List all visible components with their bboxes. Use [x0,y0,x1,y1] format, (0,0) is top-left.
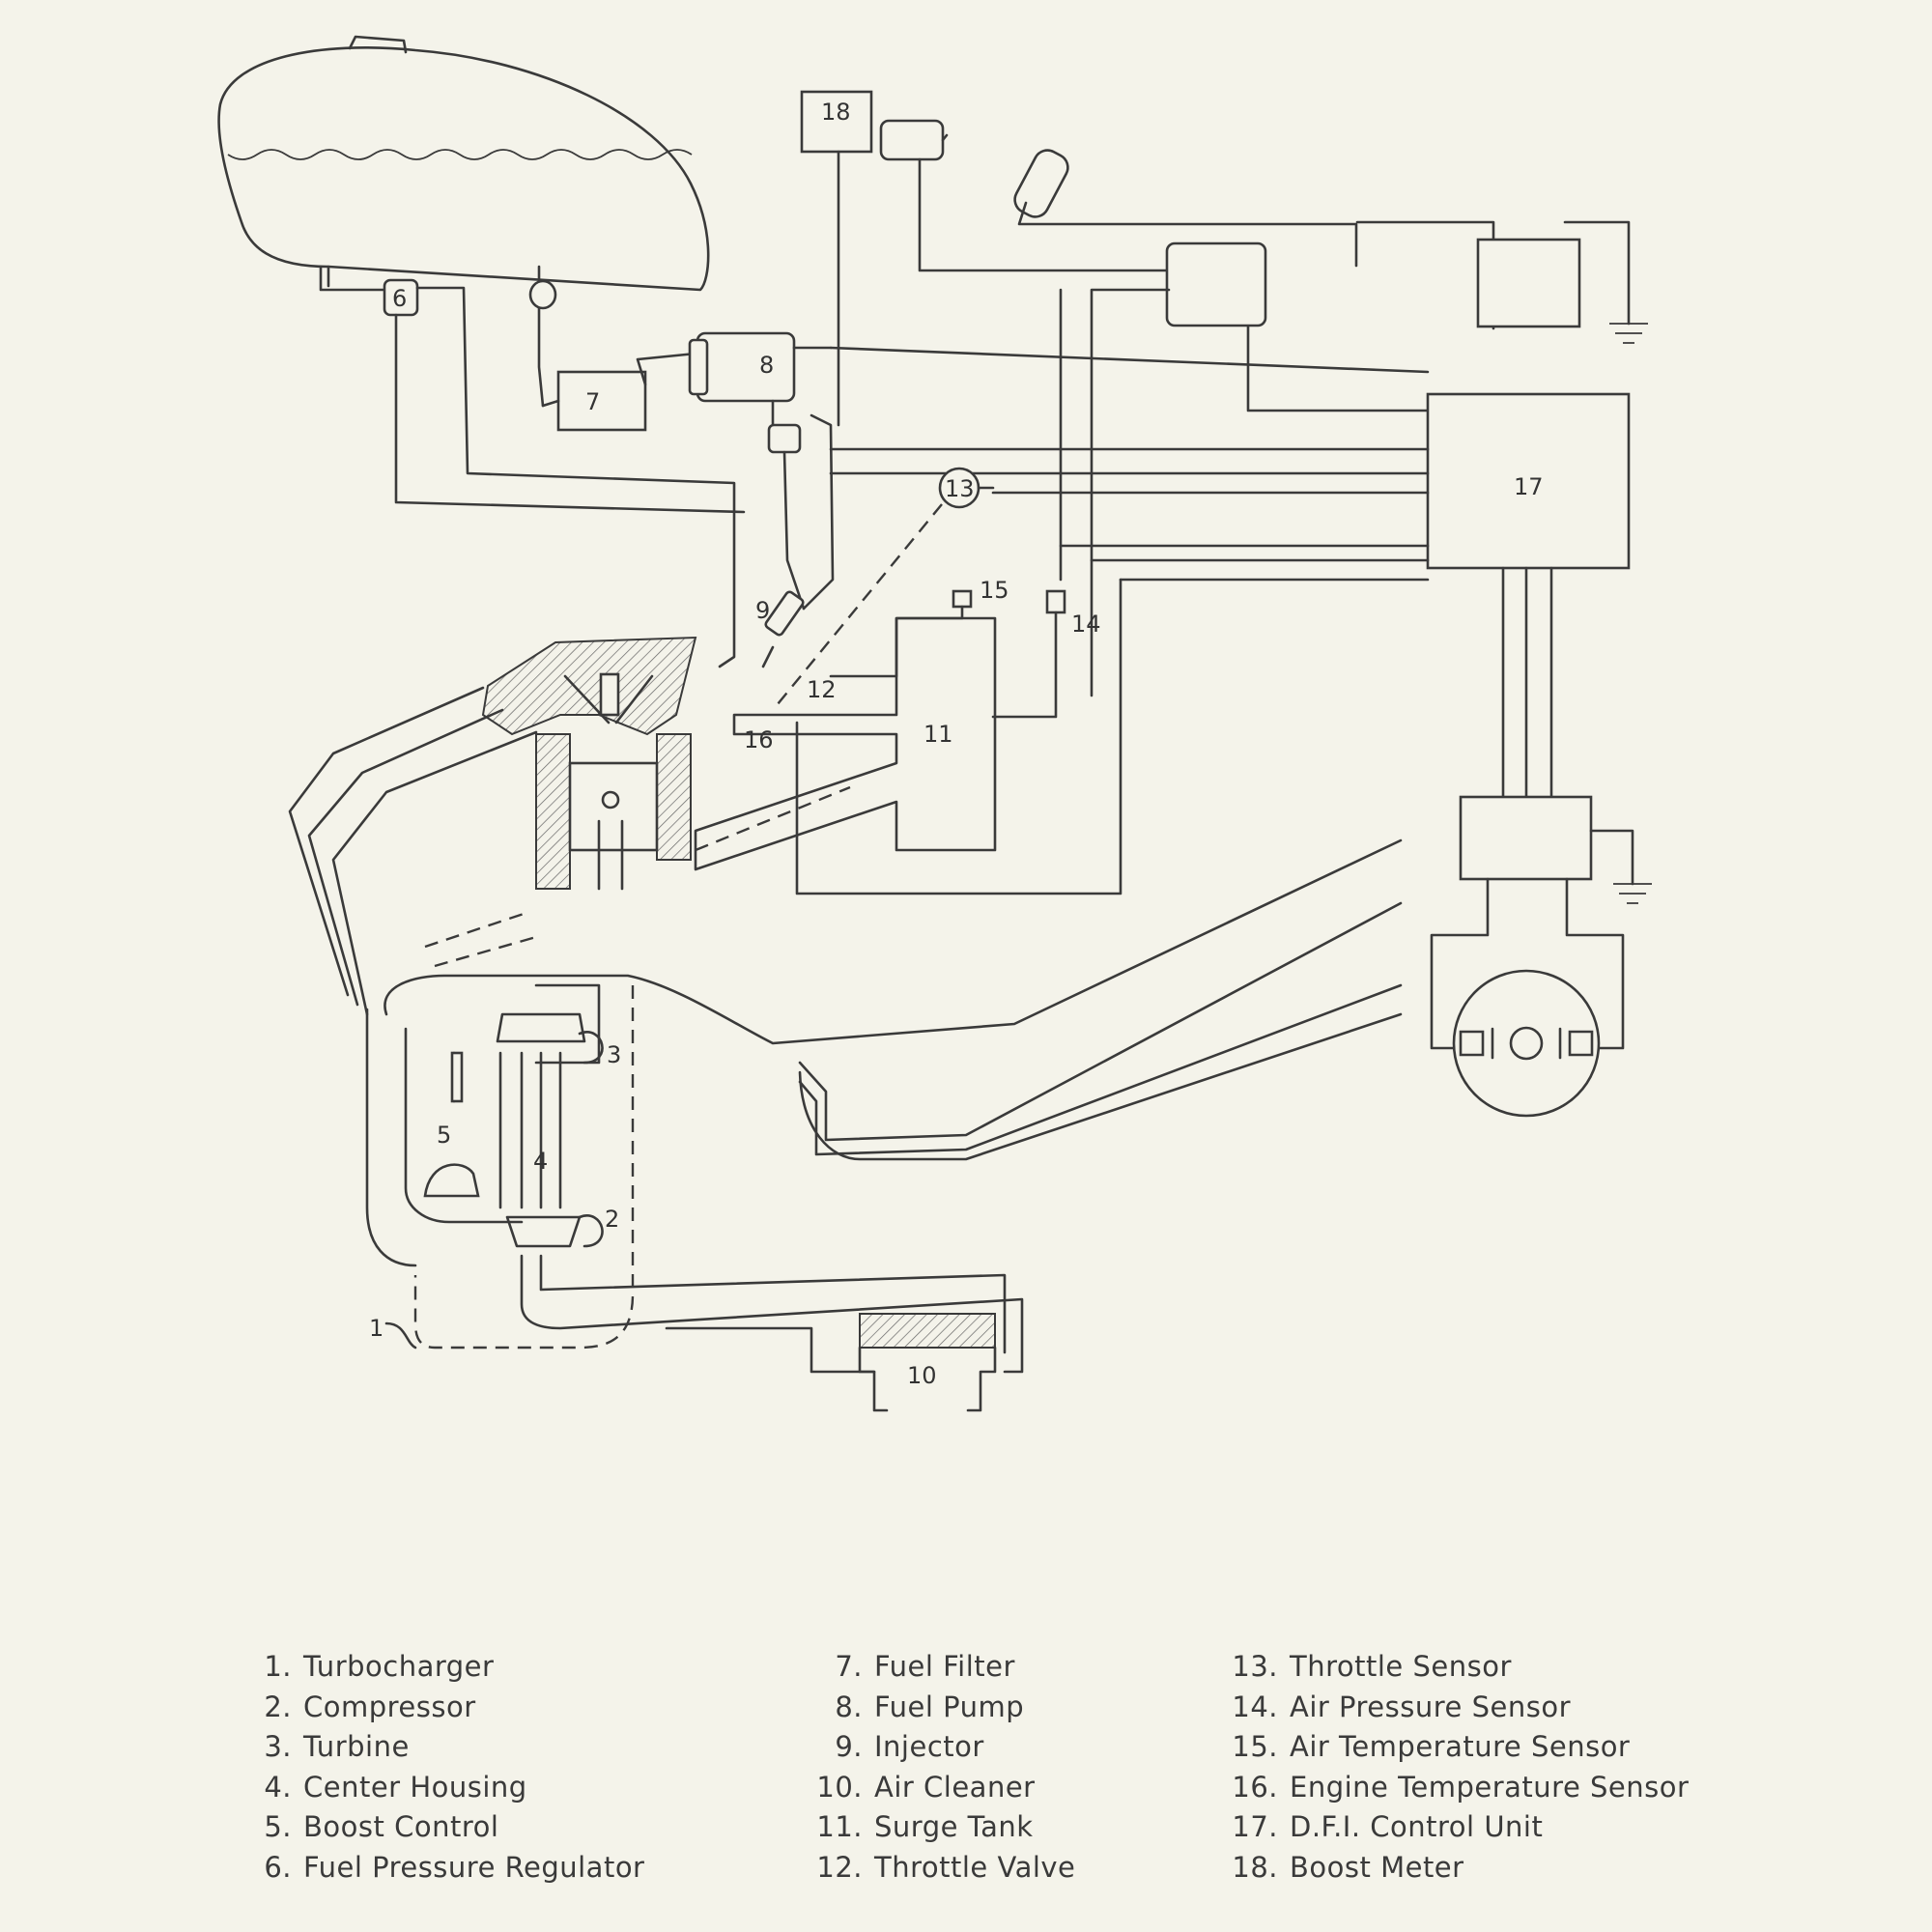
label-6: 6 [392,285,407,312]
label-1: 1 [369,1315,384,1342]
legend-item: 18.Boost Meter [1232,1850,1464,1884]
legend-item: 1.Turbocharger [264,1650,495,1683]
callout-line-1 [384,1321,417,1350]
legend-item: 9.Injector [835,1730,984,1763]
label-13: 13 [945,475,975,502]
ignition-unit [1430,795,1652,1118]
air-cleaner [665,1313,997,1412]
label-16: 16 [744,726,774,753]
legend-item: 2.Compressor [264,1690,476,1723]
throttle-sensor [772,467,995,711]
legend-item: 6.Fuel Pressure Regulator [264,1850,645,1884]
legend-item: 11.Surge Tank [816,1810,1034,1843]
label-3: 3 [607,1041,621,1068]
legend-item: 3.Turbine [264,1730,410,1763]
label-12: 12 [807,676,837,703]
label-11: 11 [923,721,953,748]
label-14: 14 [1071,611,1101,638]
wiring [795,90,1648,895]
legend-item: 16.Engine Temperature Sensor [1232,1770,1690,1804]
intake-duct [798,901,1403,1161]
label-17: 17 [1514,473,1544,500]
label-5: 5 [437,1122,451,1149]
legend-item: 10.Air Cleaner [816,1770,1036,1804]
legend-column-1: 1.Turbocharger 2.Compressor 3.Turbine 4.… [251,1647,644,1888]
legend: 1.Turbocharger 2.Compressor 3.Turbine 4.… [251,1647,1739,1898]
exhaust-pipes [288,686,538,1016]
legend-item: 5.Boost Control [264,1810,499,1843]
fuel-tank [217,35,710,292]
label-8: 8 [759,352,774,379]
system-diagram: 1 2 3 4 5 6 7 8 9 10 11 12 13 14 15 16 1… [217,35,1652,1412]
turbocharger [365,838,1403,1374]
legend-item: 14.Air Pressure Sensor [1232,1690,1571,1723]
label-10: 10 [907,1362,937,1389]
legend-item: 4.Center Housing [264,1770,527,1804]
legend-item: 7.Fuel Filter [835,1650,1015,1683]
surge-tank [694,616,997,871]
label-4: 4 [533,1148,548,1175]
label-2: 2 [605,1206,619,1233]
diagram-number-labels: 1 2 3 4 5 6 7 8 9 10 11 12 13 14 15 16 1… [369,99,1544,1389]
legend-column-3: 13.Throttle Sensor 14.Air Pressure Senso… [1222,1647,1689,1888]
label-7: 7 [585,388,600,415]
label-15: 15 [980,577,1009,604]
label-18: 18 [821,99,851,126]
legend-item: 17.D.F.I. Control Unit [1232,1810,1544,1843]
air-sensors [829,589,1066,719]
legend-item: 8.Fuel Pump [835,1690,1025,1723]
engine-cylinder [481,636,697,891]
legend-column-2: 7.Fuel Filter 8.Fuel Pump 9.Injector 10.… [807,1647,1075,1888]
legend-item: 12.Throttle Valve [816,1850,1076,1884]
fuel-lines [319,265,835,668]
legend-item: 13.Throttle Sensor [1232,1650,1512,1683]
label-9: 9 [755,597,770,624]
legend-item: 15.Air Temperature Sensor [1232,1730,1631,1763]
